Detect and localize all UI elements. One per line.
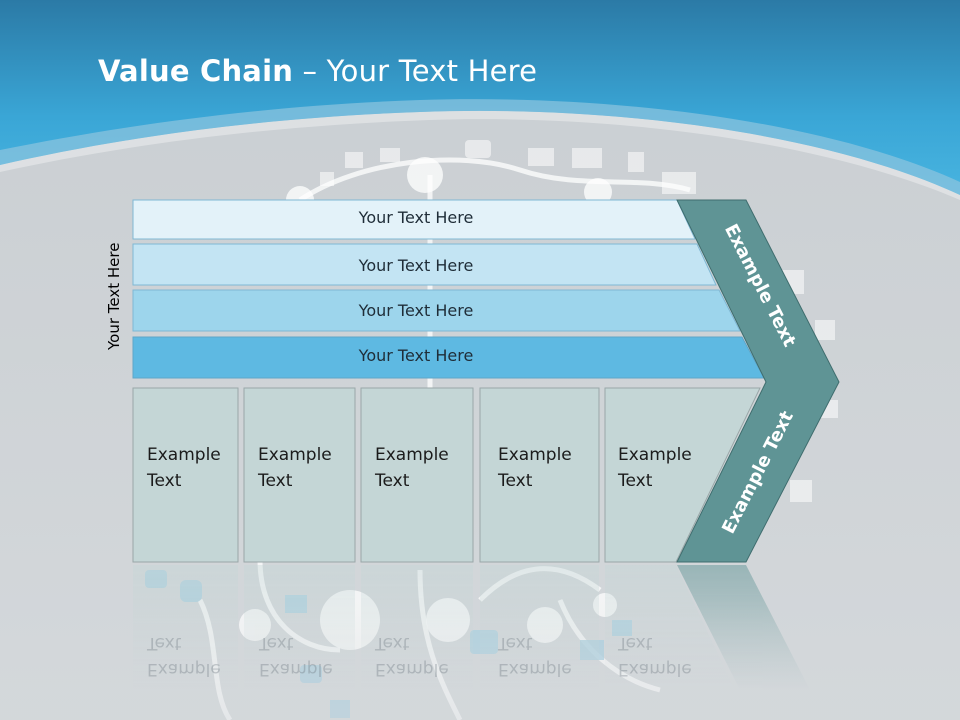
support-activities-label: Your Text Here [105, 242, 123, 350]
primary-box-3-text: Example Text [375, 442, 449, 494]
primary-box-1-line2: Text [147, 471, 182, 491]
support-row-4-label: Your Text Here [358, 346, 474, 365]
primary-box-2: Example Text [244, 388, 355, 562]
primary-box-4: Example Text [484, 388, 599, 562]
reflection-box-3: Example Text [375, 630, 449, 682]
reflection-box-1-line2: Text [147, 633, 182, 653]
reflection-box-2: Example Text [259, 630, 333, 682]
primary-box-3-line2: Text [375, 471, 410, 491]
reflection-box-4: Example Text [498, 630, 572, 682]
reflection-box-1: Example Text [147, 630, 221, 682]
slide-title: Value Chain – Your Text Here [98, 54, 537, 88]
title-rest: – Your Text Here [293, 54, 538, 88]
primary-box-4-text: Example Text [498, 442, 572, 494]
title-bold: Value Chain [98, 54, 294, 88]
primary-box-2-line2: Text [258, 471, 293, 491]
reflection-box-3-line1: Example [375, 659, 449, 679]
reflection-box-2-line2: Text [259, 633, 294, 653]
primary-box-2-text: Example Text [258, 442, 332, 494]
primary-box-1-line1: Example [147, 445, 221, 465]
support-row-1-label: Your Text Here [358, 208, 474, 227]
reflection-box-4-line1: Example [498, 659, 572, 679]
reflection-box-5-line2: Text [618, 633, 653, 653]
primary-box-1-text: Example Text [147, 442, 221, 494]
primary-box-5-text: Example Text [618, 442, 692, 494]
reflection-box-4-line2: Text [498, 633, 533, 653]
reflection-box-5-line1: Example [618, 659, 692, 679]
support-row-2-label: Your Text Here [358, 256, 474, 275]
reflection-box-5: Example Text [618, 630, 692, 682]
primary-box-4-line2: Text [498, 471, 533, 491]
primary-box-5-line2: Text [618, 471, 653, 491]
support-row-3-label: Your Text Here [358, 301, 474, 320]
primary-box-5: Example Text [604, 388, 724, 562]
reflection-box-1-line1: Example [147, 659, 221, 679]
reflection-box-2-line1: Example [259, 659, 333, 679]
primary-box-3: Example Text [361, 388, 473, 562]
reflection-box-3-line2: Text [375, 633, 410, 653]
primary-box-1: Example Text [133, 388, 238, 562]
primary-box-3-line1: Example [375, 445, 449, 465]
primary-box-5-line1: Example [618, 445, 692, 465]
primary-box-4-line1: Example [498, 445, 572, 465]
primary-box-2-line1: Example [258, 445, 332, 465]
